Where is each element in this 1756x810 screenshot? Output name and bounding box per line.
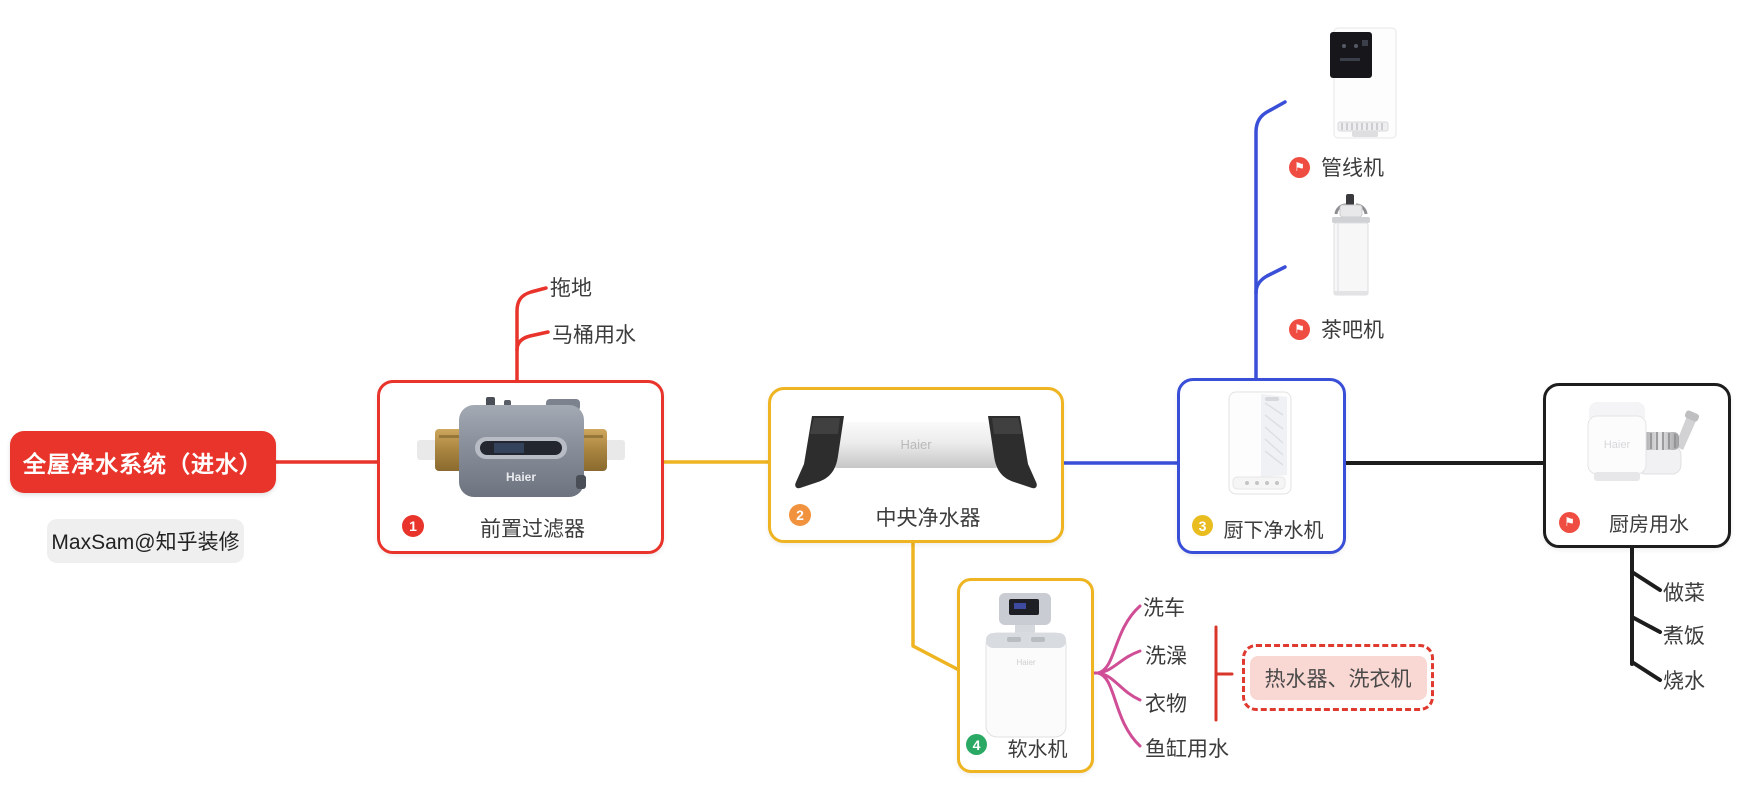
watermark-badge: MaxSam@知乎装修: [47, 519, 244, 563]
summary-label: 热水器、洗衣机: [1249, 655, 1427, 700]
central-purifier-product-image: Haier: [795, 416, 1037, 489]
node-label: 中央净水器: [875, 507, 981, 530]
node-prefilter[interactable]: Haier 1 前置过滤器: [377, 380, 664, 554]
brand-text: Haier: [1604, 439, 1631, 451]
leaf-bathing[interactable]: 洗澡: [1145, 645, 1187, 668]
node-footer: 2 中央净水器: [771, 504, 1061, 530]
flag-icon: ⚑: [1559, 512, 1580, 533]
node-footer: 1 前置过滤器: [380, 515, 661, 541]
node-footer: 4 软水机: [960, 734, 1091, 761]
edge-black-branches: [1338, 461, 1662, 682]
number-badge-4: 4: [966, 734, 987, 755]
leaf-mopping[interactable]: 拖地: [550, 277, 592, 300]
flag-icon: ⚑: [1289, 318, 1310, 340]
edge-yellow-branches: [656, 460, 959, 671]
node-footer: ⚑ 厨房用水: [1546, 510, 1728, 536]
faucet-filter-product-image: Haier: [1587, 402, 1699, 481]
brand-text: Haier: [505, 470, 535, 484]
summary-bracket: [1214, 625, 1234, 722]
edge-pink-fan: [1086, 604, 1142, 748]
undersink-purifier-product-image: [1228, 391, 1291, 495]
node-label: 厨房用水: [1609, 513, 1689, 536]
leaf-tea-bar-machine[interactable]: ⚑ 茶吧机: [1289, 314, 1384, 344]
summary-box[interactable]: 热水器、洗衣机: [1242, 644, 1434, 711]
node-footer: 3 厨下净水机: [1180, 515, 1343, 542]
flag-icon: ⚑: [1289, 156, 1310, 178]
leaf-clothes[interactable]: 衣物: [1145, 693, 1187, 716]
node-label: 软水机: [1007, 738, 1068, 761]
brand-text: Haier: [900, 437, 932, 452]
leaf-rice[interactable]: 煮饭: [1663, 625, 1705, 648]
node-label: 前置过滤器: [480, 518, 585, 541]
number-badge-1: 1: [402, 515, 424, 537]
tea-bar-machine-product-image: [1332, 194, 1370, 296]
leaf-toilet[interactable]: 马桶用水: [552, 324, 636, 347]
node-water-softener[interactable]: Haier 4 软水机: [957, 578, 1094, 773]
number-badge-3: 3: [1192, 515, 1213, 536]
leaf-fishtank[interactable]: 鱼缸用水: [1145, 738, 1229, 761]
node-central-purifier[interactable]: Haier 2 中央净水器: [768, 387, 1064, 543]
leaf-boiling[interactable]: 烧水: [1663, 670, 1705, 693]
number-badge-2: 2: [789, 504, 811, 526]
leaf-pipeline-machine[interactable]: ⚑ 管线机: [1289, 152, 1384, 182]
water-softener-product-image: Haier: [985, 593, 1066, 738]
node-label: 厨下净水机: [1223, 519, 1324, 542]
root-topic[interactable]: 全屋净水系统（进水）: [10, 431, 276, 493]
brand-text: Haier: [1016, 658, 1035, 667]
leaf-text: 管线机: [1321, 157, 1384, 180]
node-undersink-purifier[interactable]: 3 厨下净水机: [1177, 378, 1346, 554]
leaf-text: 茶吧机: [1321, 319, 1384, 342]
pipeline-machine-product-image: [1330, 27, 1397, 139]
leaf-carwash[interactable]: 洗车: [1143, 597, 1185, 620]
leaf-cooking[interactable]: 做菜: [1663, 582, 1705, 605]
edge-root-prefilter: [274, 286, 550, 464]
edge-blue-branches: [1056, 100, 1287, 465]
node-kitchen-water[interactable]: Haier ⚑ 厨房用水: [1543, 383, 1731, 548]
prefilter-product-image: Haier: [416, 397, 625, 497]
